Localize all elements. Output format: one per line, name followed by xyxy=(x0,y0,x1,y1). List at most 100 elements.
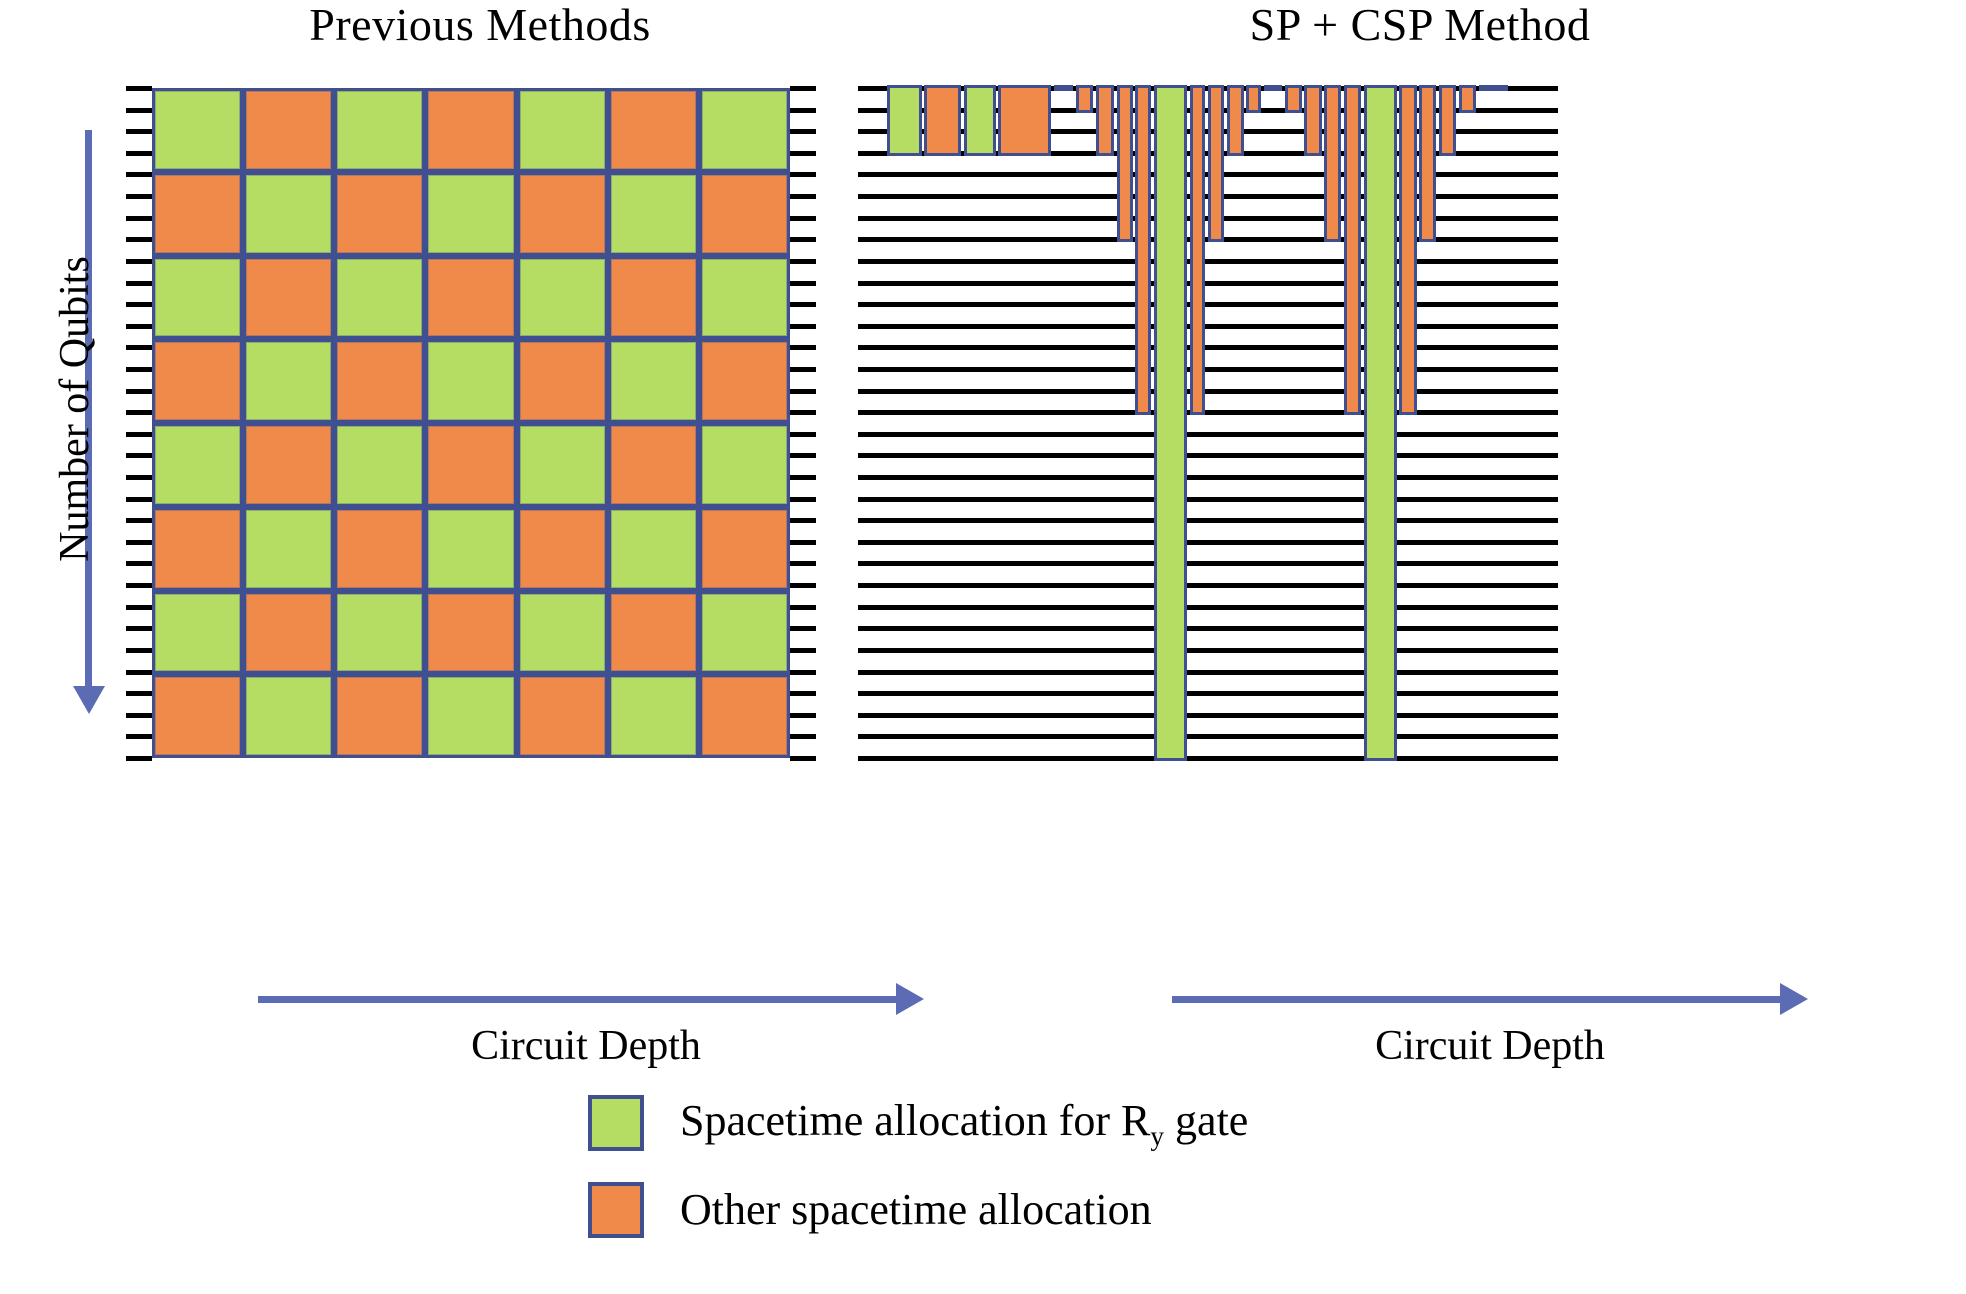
qubit-wire xyxy=(884,734,1558,740)
spacetime-cell xyxy=(698,339,790,423)
qubit-tick-left xyxy=(126,431,152,437)
spacetime-cell xyxy=(698,423,790,507)
qubit-tick-right xyxy=(790,345,816,351)
qubit-tick-right xyxy=(790,496,816,502)
spacetime-cell xyxy=(152,423,244,507)
qubit-tick-right xyxy=(790,323,816,329)
qubit-tick-right-panel xyxy=(858,215,884,221)
qubit-tick-left xyxy=(126,410,152,416)
qubit-tick-right xyxy=(790,626,816,632)
spacetime-bar xyxy=(1284,85,1302,113)
qubit-tick-right-panel xyxy=(858,691,884,697)
qubit-tick-right xyxy=(790,561,816,567)
spacetime-cell xyxy=(334,674,426,758)
spacetime-bar xyxy=(1478,85,1508,91)
qubit-tick-left xyxy=(126,86,152,91)
spacetime-bar xyxy=(1344,85,1362,416)
spacetime-bar xyxy=(887,85,922,156)
spacetime-bar xyxy=(1135,85,1152,416)
left-qubit-ticks xyxy=(126,82,816,764)
qubit-tick-right-panel xyxy=(858,518,884,524)
spacetime-cell xyxy=(516,506,608,591)
spacetime-cell xyxy=(425,423,517,507)
spacetime-bar xyxy=(998,85,1051,156)
x-axis-left-label: Circuit Depth xyxy=(471,1023,701,1069)
qubit-tick-right xyxy=(790,280,816,286)
qubit-wire xyxy=(884,410,1558,416)
qubit-tick-right-panel xyxy=(858,107,884,113)
spacetime-bar xyxy=(1246,85,1261,113)
spacetime-cell xyxy=(516,88,608,172)
qubit-wire xyxy=(884,518,1558,524)
spacetime-bar xyxy=(1363,85,1397,761)
qubit-tick-right-panel xyxy=(858,496,884,502)
qubit-tick-left xyxy=(126,237,152,243)
qubit-tick-left xyxy=(126,475,152,481)
qubit-wire xyxy=(884,669,1558,675)
spacetime-cell xyxy=(607,590,699,675)
spacetime-cell xyxy=(607,506,699,591)
qubit-tick-right-panel xyxy=(858,647,884,653)
qubit-tick-right xyxy=(790,539,816,545)
qubit-wire xyxy=(884,431,1558,437)
spacetime-bar xyxy=(1439,85,1457,156)
qubit-tick-right xyxy=(790,583,816,589)
spacetime-cell xyxy=(334,590,426,675)
spacetime-cell xyxy=(607,423,699,507)
legend-label: Other spacetime allocation xyxy=(680,1185,1152,1235)
spacetime-cell xyxy=(152,339,244,423)
x-axis-right-arrow-shaft xyxy=(1172,996,1782,1003)
qubit-wire xyxy=(884,604,1558,610)
x-axis-left-arrow-head xyxy=(896,983,924,1015)
qubit-tick-right-panel xyxy=(858,712,884,718)
qubit-tick-right-panel xyxy=(858,626,884,632)
spacetime-cell xyxy=(334,171,426,256)
spacetime-cell xyxy=(334,506,426,591)
qubit-tick-right xyxy=(790,302,816,308)
qubit-tick-right-panel xyxy=(858,86,884,91)
qubit-wire xyxy=(884,345,1558,351)
spacetime-cell xyxy=(516,590,608,675)
spacetime-cell xyxy=(698,590,790,675)
qubit-tick-left xyxy=(126,388,152,394)
spacetime-cell xyxy=(243,339,335,423)
qubit-wire xyxy=(884,302,1558,308)
qubit-wire xyxy=(884,366,1558,372)
qubit-tick-left xyxy=(126,539,152,545)
spacetime-cell xyxy=(425,674,517,758)
qubit-tick-right xyxy=(790,475,816,481)
spacetime-bar xyxy=(1399,85,1417,416)
spacetime-bar xyxy=(1304,85,1322,156)
y-axis-label: Number of Qubits xyxy=(52,256,98,562)
qubit-tick-right-panel xyxy=(858,669,884,675)
qubit-tick-right xyxy=(790,258,816,264)
qubit-wire xyxy=(884,539,1558,545)
qubit-wire xyxy=(884,280,1558,286)
qubit-tick-right-panel xyxy=(858,345,884,351)
panel-title-sp-csp-method: SP + CSP Method xyxy=(1249,0,1591,50)
qubit-tick-left xyxy=(126,691,152,697)
qubit-tick-right-panel xyxy=(858,129,884,135)
spacetime-cell xyxy=(516,423,608,507)
spacetime-cell xyxy=(243,255,335,340)
qubit-tick-left xyxy=(126,734,152,740)
qubit-tick-right xyxy=(790,172,816,178)
qubit-tick-left xyxy=(126,561,152,567)
qubit-wire xyxy=(884,756,1558,761)
qubit-wire xyxy=(884,475,1558,481)
qubit-tick-right xyxy=(790,194,816,200)
spacetime-cell xyxy=(425,590,517,675)
qubit-tick-left xyxy=(126,604,152,610)
spacetime-cell xyxy=(425,255,517,340)
qubit-tick-right-panel xyxy=(858,150,884,156)
qubit-tick-right-panel xyxy=(858,453,884,459)
spacetime-bar xyxy=(924,85,962,156)
spacetime-bar xyxy=(1324,85,1342,243)
spacetime-cell xyxy=(607,88,699,172)
spacetime-cell xyxy=(698,88,790,172)
spacetime-cell xyxy=(425,506,517,591)
qubit-tick-left xyxy=(126,345,152,351)
qubit-tick-right-panel xyxy=(858,410,884,416)
qubit-tick-right-panel xyxy=(858,475,884,481)
